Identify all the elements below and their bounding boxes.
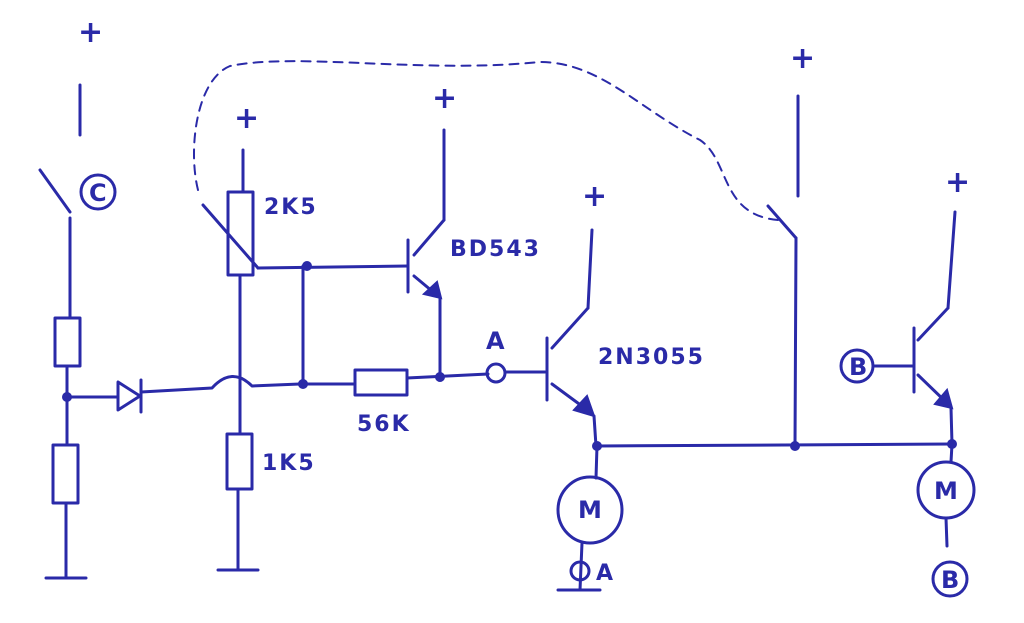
wire-wiper-to-bd543-base xyxy=(256,264,410,270)
node-a: A xyxy=(485,327,547,384)
motor-a-body xyxy=(556,475,624,545)
switch-c-contact xyxy=(38,168,72,214)
wire-motor-a-down xyxy=(578,541,584,592)
resistor-1k5 xyxy=(225,432,254,491)
wire-motor-bus xyxy=(595,442,954,448)
label-56k: 56K xyxy=(357,412,411,437)
transistor-b-collector xyxy=(916,306,950,342)
right-switch-contact xyxy=(766,204,798,240)
wire-to-motor-b xyxy=(949,442,954,464)
resistor-bottom-divider xyxy=(51,443,80,505)
wire-transistor-b-down xyxy=(949,406,954,446)
supply-plus-bd543: + xyxy=(432,81,457,116)
supply-plus-pot: + xyxy=(234,101,259,136)
label-1k5: 1K5 xyxy=(262,451,316,476)
supply-plus-b: + xyxy=(945,165,970,200)
motor-b-terminal xyxy=(931,560,969,598)
potentiometer-2k5 xyxy=(226,190,255,277)
bd543-emitter-arrow xyxy=(421,280,443,300)
resistor-top-divider xyxy=(53,316,82,368)
transistor-2n3055: + 2N3055 xyxy=(545,179,705,448)
diode-branch xyxy=(65,375,302,414)
motor-a-label: M xyxy=(578,496,602,524)
label-bd543: BD543 xyxy=(450,237,541,262)
junction-bus-switch xyxy=(790,441,800,451)
wire-supply-2n3055 xyxy=(586,228,594,310)
node-a-terminal xyxy=(485,362,507,384)
supply-plus-2n3055: + xyxy=(582,179,607,214)
label-2k5: 2K5 xyxy=(264,195,318,220)
motor-a: M A xyxy=(556,441,624,592)
wire-motor-b-down xyxy=(944,516,949,548)
bd543-collector xyxy=(412,218,446,257)
potentiometer-branch: + 2K5 1K5 xyxy=(201,101,318,572)
motor-b-label: M xyxy=(934,477,958,505)
2n3055-collector xyxy=(550,306,590,350)
motor-b: M B xyxy=(916,439,976,598)
left-divider-branch: + C xyxy=(38,15,117,580)
base-network: 56K xyxy=(256,261,490,437)
transistor-b-emitter-arrow xyxy=(933,387,954,410)
diode-body xyxy=(116,380,142,412)
label-2n3055: 2N3055 xyxy=(598,345,705,370)
transistor-bd543: + BD543 xyxy=(406,81,541,379)
base-b-label: B xyxy=(849,353,867,381)
wire-to-motor-a xyxy=(594,444,599,480)
label-node-a: A xyxy=(486,327,505,355)
potentiometer-wiper xyxy=(201,203,260,270)
supply-plus-switch: + xyxy=(790,41,815,76)
switch-c-marker xyxy=(79,173,117,211)
transistor-b: + B xyxy=(839,165,970,446)
2n3055-emitter-arrow xyxy=(572,394,596,418)
motor-b-terminal-label: B xyxy=(941,566,959,594)
switch-c-label: C xyxy=(89,179,107,207)
resistor-56k xyxy=(353,368,409,397)
right-switch-branch: + xyxy=(766,41,815,451)
motor-a-phase-terminal xyxy=(569,560,591,582)
wire-switch-to-bus xyxy=(793,236,798,448)
wire-2n3055-emitter-down xyxy=(592,414,598,448)
wire-56k-to-node-a xyxy=(405,372,490,380)
supply-plus-left: + xyxy=(78,15,103,50)
motor-a-ground-label: A xyxy=(596,561,613,586)
wire-supply-b xyxy=(946,210,957,310)
wire-diode-crossover xyxy=(139,375,302,394)
